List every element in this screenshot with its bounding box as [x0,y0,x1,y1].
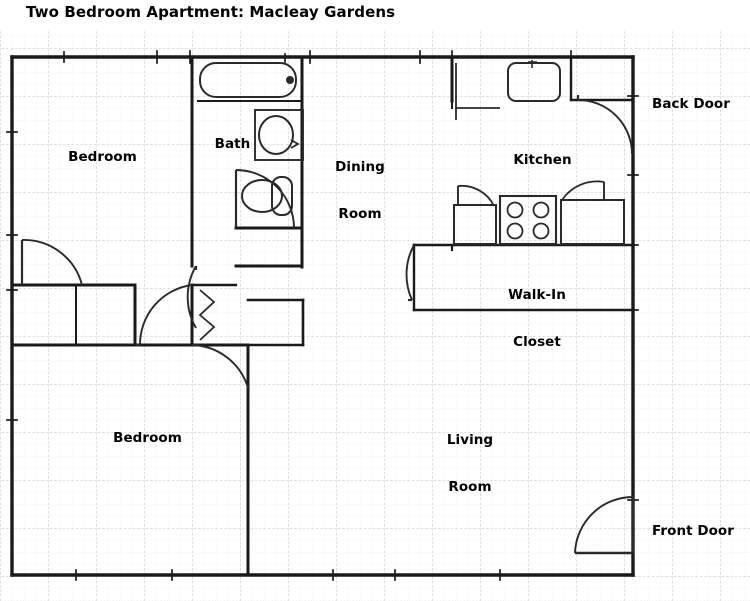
front-door-icon [574,496,635,555]
room-label-bath: Bath [214,135,251,152]
stove-icon [498,194,558,246]
graph-paper-grid [0,30,750,601]
kitchen-cabinet-door-icon [457,184,495,207]
back-door-icon [576,95,633,155]
bedroom-upper-closet-door-icon [20,239,83,286]
fixtures [199,60,625,246]
kitchen-sink-icon [507,60,561,102]
room-label-kitchen: Kitchen [513,151,572,168]
hall-door-icon [186,265,198,329]
page-title: Two Bedroom Apartment: Macleay Gardens [26,3,396,21]
exterior-walls [10,55,635,577]
room-label-living-room: Living Room [446,432,494,496]
bathroom-sink-icon [254,109,304,161]
bifold-closet-door-icon [198,289,216,341]
doors [20,95,635,555]
bath-door-icon [234,169,295,229]
room-label-bedroom-lower: Bedroom [113,429,182,446]
closet-door-icon [405,244,415,302]
bathtub-icon [199,62,297,98]
base-cabinet-icon [453,204,497,245]
bedroom-upper-door-icon [136,284,193,347]
label-back-door: Back Door [652,96,730,112]
label-front-door: Front Door [652,523,734,539]
room-label-walk-in-closet: Walk-In Closet [508,287,566,351]
toilet-icon [241,176,293,216]
refrigerator-icon [560,199,625,245]
room-label-dining-room: Dining Room [335,159,385,223]
bedroom-lower-door-icon [191,344,249,389]
kitchen-counter-icon [455,63,500,120]
room-label-bedroom-upper: Bedroom [68,148,137,165]
refrigerator-door-icon [561,180,605,201]
